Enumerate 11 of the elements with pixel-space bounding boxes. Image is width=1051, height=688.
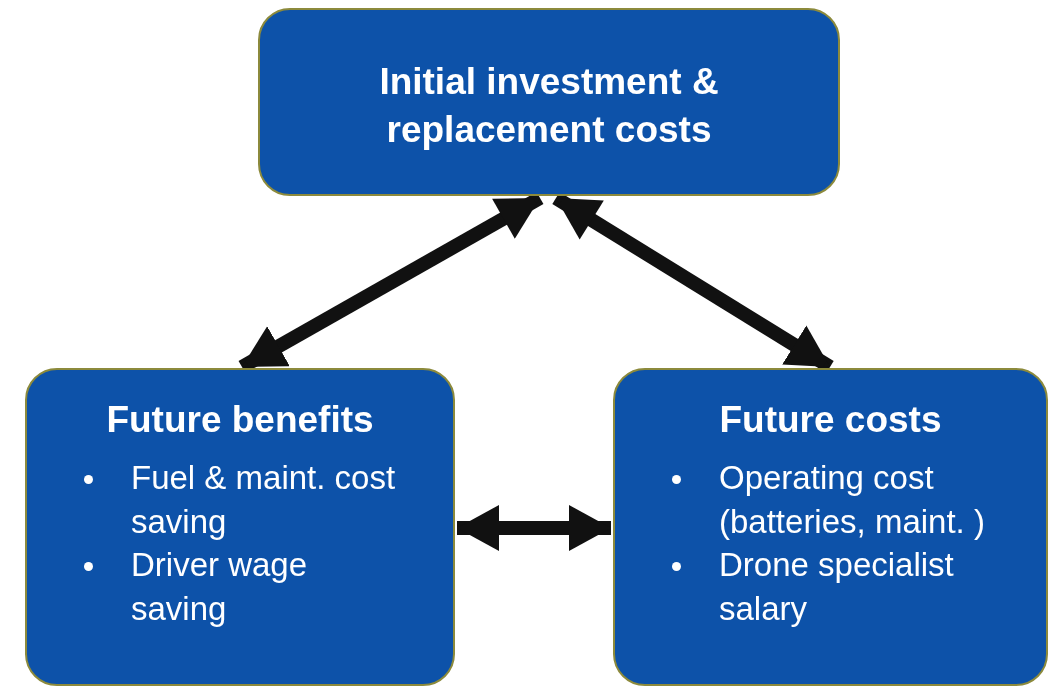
bullet-text: Driver wage saving [131,546,308,627]
bullet-text: Operating cost (batteries, maint. ) [719,459,985,540]
bullet-text: Fuel & maint. cost saving [131,459,396,540]
bullet-text: Drone specialist salary [719,546,954,627]
box-heading: Future benefits [105,398,375,442]
rounded-box [258,8,840,196]
rounded-box [613,368,1048,686]
double-arrow [457,505,611,551]
box-heading: Initial investment & replacement costs [378,60,720,153]
rounded-box [25,368,455,686]
box-heading: Future costs [718,398,943,442]
